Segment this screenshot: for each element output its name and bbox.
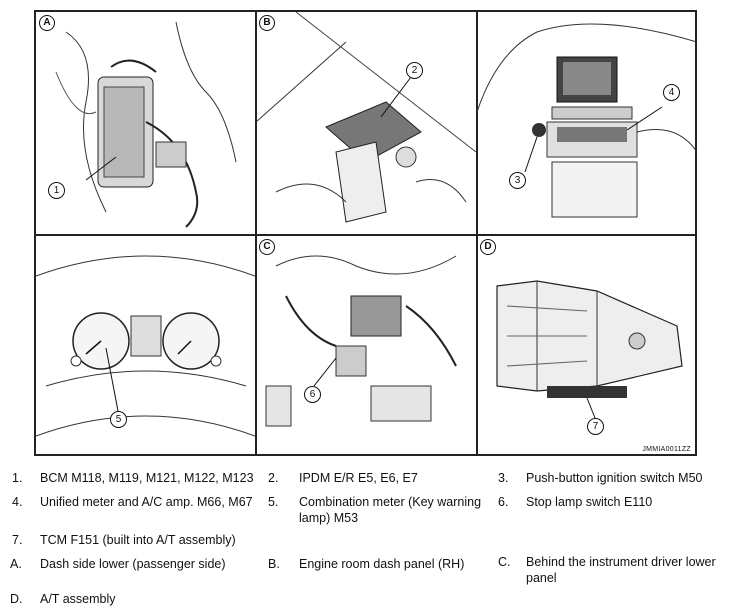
- location-text-a: Dash side lower (passenger side): [40, 557, 226, 571]
- figure-frame: A 1 B 2 3: [34, 10, 697, 456]
- legend-text-5: Combination meter (Key warning: [299, 495, 482, 509]
- legend-text-1: BCM M118, M119, M121, M122, M123: [40, 471, 254, 485]
- panel-b: B 2: [256, 12, 476, 234]
- location-letter-c: C.: [498, 555, 511, 569]
- legend-text-3: Push-button ignition switch M50: [526, 471, 703, 485]
- legend-num-4: 4.: [12, 495, 23, 509]
- ipdm-illustration: [256, 12, 476, 223]
- stop-lamp-switch-illustration: [265, 255, 457, 427]
- legend-num-5: 5.: [268, 495, 279, 509]
- location-text-c-line2: panel: [526, 571, 557, 585]
- legend-num-1: 1.: [12, 471, 23, 485]
- legend-num-7: 7.: [12, 533, 23, 547]
- panel-label-b: B: [259, 15, 275, 31]
- callout-3: 3: [509, 172, 526, 189]
- callout-2: 2: [406, 62, 423, 79]
- legend-num-3: 3.: [498, 471, 509, 485]
- callout-4: 4: [663, 84, 680, 101]
- panel-divider: [255, 12, 257, 454]
- panel-a: A 1: [36, 12, 255, 234]
- panel-meter: 5: [36, 236, 255, 456]
- legend-text-4: Unified meter and A/C amp. M66, M67: [40, 495, 253, 509]
- location-text-b: Engine room dash panel (RH): [299, 557, 465, 571]
- callout-7: 7: [587, 418, 604, 435]
- legend-text-6: Stop lamp switch E110: [526, 495, 653, 509]
- location-text-d: A/T assembly: [40, 592, 116, 606]
- legend-num-2: 2.: [268, 471, 279, 485]
- combination-meter-illustration: [36, 255, 255, 437]
- figure-code: JMMIA0011ZZ: [642, 446, 691, 453]
- panel-label-a: A: [39, 15, 55, 31]
- location-letter-a: A.: [10, 557, 22, 571]
- panel-label-c: C: [259, 239, 275, 255]
- legend-num-6: 6.: [498, 495, 509, 509]
- legend-text-5-line2: lamp) M53: [299, 511, 359, 525]
- location-text-c: Behind the instrument driver lower: [526, 555, 716, 569]
- callout-5: 5: [110, 411, 127, 428]
- location-letter-d: D.: [10, 592, 23, 606]
- at-assembly-illustration: [496, 280, 683, 419]
- dashboard-illustration: [477, 23, 697, 218]
- panel-c: C 6: [256, 236, 476, 456]
- legend-text-7: TCM F151 (built into A/T assembly): [40, 533, 236, 547]
- panel-dashboard: 3 4: [477, 12, 697, 234]
- location-letter-b: B.: [268, 557, 280, 571]
- panel-label-d: D: [480, 239, 496, 255]
- bcm-illustration: [55, 21, 237, 228]
- panel-d: D 7 JMMIA0011ZZ: [477, 236, 697, 456]
- legend-text-2: IPDM E/R E5, E6, E7: [299, 471, 418, 485]
- panel-divider: [36, 234, 695, 236]
- callout-6: 6: [304, 386, 321, 403]
- panel-divider: [476, 12, 478, 454]
- callout-1: 1: [48, 182, 65, 199]
